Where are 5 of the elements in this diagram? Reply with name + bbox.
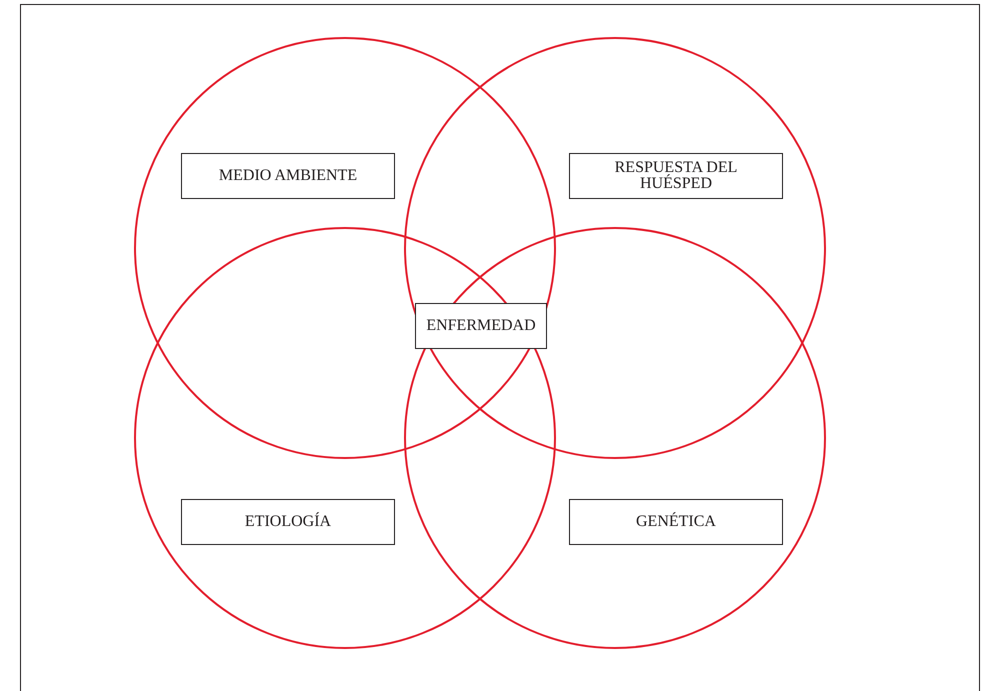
- label-box: ETIOLOGÍA: [181, 499, 395, 545]
- label-box: GENÉTICA: [569, 499, 783, 545]
- label-box: MEDIO AMBIENTE: [181, 153, 395, 199]
- label-box: ENFERMEDAD: [415, 303, 547, 349]
- label-box: RESPUESTA DEL HUÉSPED: [569, 153, 783, 199]
